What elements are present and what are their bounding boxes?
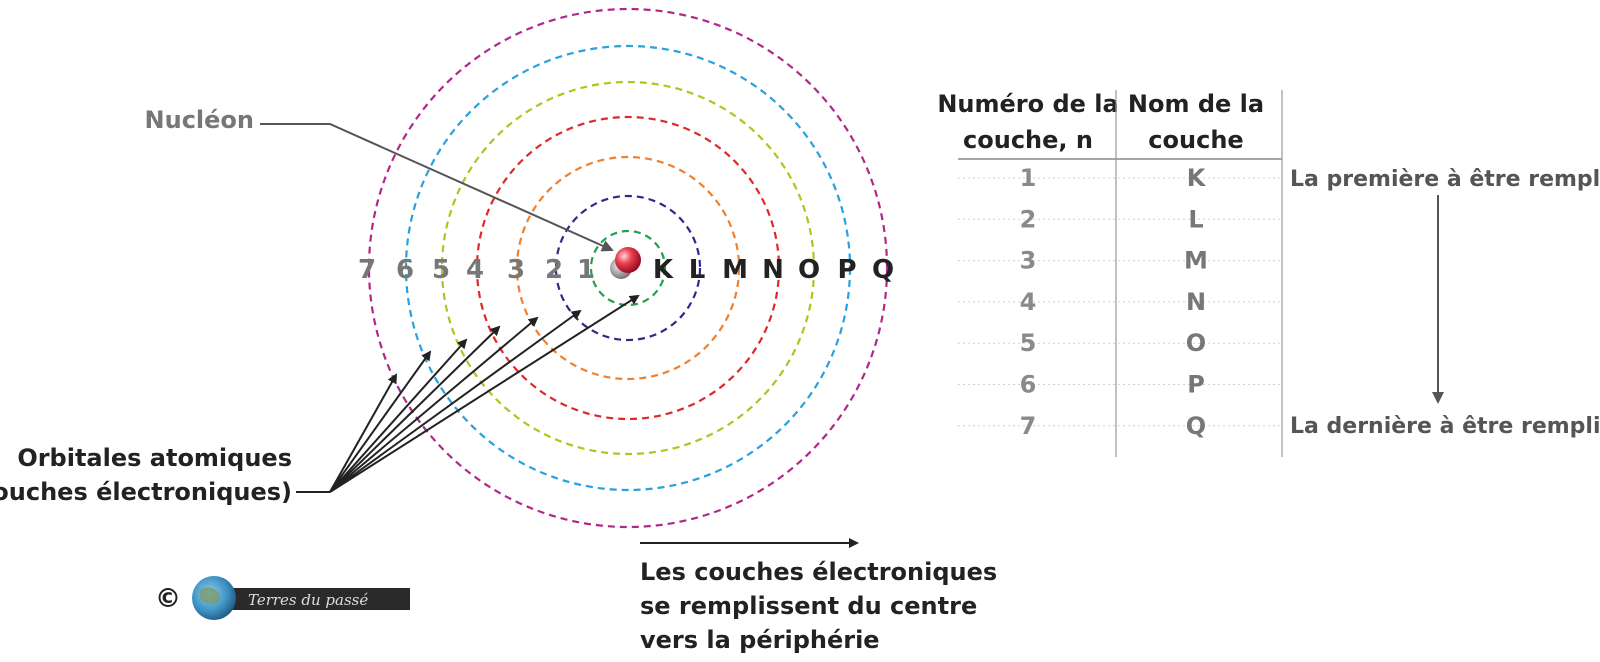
- table-cell-name: O: [1186, 329, 1206, 357]
- shell-letter: Q: [872, 255, 894, 285]
- orbital-arrow: [329, 309, 582, 493]
- shell-table: Numéro de la couche, n Nom de la couche …: [937, 90, 1600, 457]
- copyright-symbol: ©: [155, 584, 181, 614]
- shell-letter: N: [762, 255, 784, 285]
- shell-number: 6: [396, 255, 414, 285]
- nucleus-icon: [610, 247, 641, 279]
- fill-text-line2: se remplissent du centre: [640, 592, 977, 620]
- table-header-name-line1: Nom de la: [1128, 90, 1264, 118]
- terres-du-passe-logo: © Terres du passé: [155, 576, 410, 620]
- shell-letter: O: [798, 255, 820, 285]
- orbital-arrow: [329, 325, 501, 493]
- shell-ring-q: [367, 7, 889, 529]
- table-cell-number: 6: [1020, 371, 1037, 399]
- table-cell-number: 1: [1020, 164, 1037, 192]
- fill-text-line1: Les couches électroniques: [640, 558, 997, 586]
- table-cell-name: N: [1186, 288, 1206, 316]
- shell-number: 2: [545, 255, 563, 285]
- orbital-arrow: [329, 350, 432, 493]
- shell-letter: K: [653, 255, 674, 285]
- shell-ring-m: [515, 155, 741, 381]
- shell-ring-p: [404, 44, 852, 492]
- shell-letter: P: [837, 255, 856, 285]
- orbitals-label-line2: (ou couches électroniques): [0, 478, 292, 506]
- first-filled-note: La première à être remplie: [1290, 167, 1600, 192]
- nucleon-label: Nucléon: [145, 106, 254, 134]
- shell-number: 7: [358, 255, 376, 285]
- table-cell-name: K: [1187, 164, 1207, 192]
- last-filled-note: La dernière à être remplie: [1290, 414, 1600, 439]
- shell-ring-n: [475, 115, 781, 421]
- orbital-arrow: [329, 373, 397, 493]
- shell-number: 3: [507, 255, 525, 285]
- table-cell-name: Q: [1186, 412, 1206, 440]
- table-cell-name: M: [1184, 247, 1208, 275]
- shell-numbers: 1 2 3 4 5 6 7: [358, 255, 595, 285]
- shell-ring-o: [440, 80, 816, 456]
- orbital-arrows: [329, 294, 640, 493]
- orbitals-label-line1: Orbitales atomiques: [17, 444, 292, 472]
- table-cell-number: 5: [1020, 329, 1037, 357]
- table-cell-number: 2: [1020, 205, 1037, 233]
- orbital-arrow: [329, 316, 539, 493]
- logo-text: Terres du passé: [248, 591, 368, 609]
- nucleon-leader: [260, 123, 614, 252]
- shell-rings: [367, 7, 889, 529]
- shell-number: 4: [466, 255, 484, 285]
- table-header-name-line2: couche: [1148, 126, 1243, 154]
- orbital-arrow: [329, 338, 468, 493]
- table-cell-name: P: [1187, 371, 1205, 399]
- shell-ring-l: [554, 194, 702, 342]
- table-header-number-line1: Numéro de la: [937, 90, 1118, 118]
- shell-letter: L: [689, 255, 706, 285]
- table-cell-name: L: [1188, 205, 1203, 233]
- shell-ring-k: [589, 229, 667, 307]
- fill-text-line3: vers la périphérie: [640, 626, 880, 654]
- table-cell-number: 3: [1020, 247, 1037, 275]
- orbital-arrow: [329, 294, 640, 493]
- shell-number: 1: [577, 255, 595, 285]
- table-header-number-line2: couche, n: [963, 126, 1093, 154]
- table-cell-number: 7: [1020, 412, 1037, 440]
- table-cell-number: 4: [1020, 288, 1037, 316]
- shell-letters: K L M N O P Q: [653, 255, 894, 285]
- shell-letter: M: [722, 255, 748, 285]
- shell-number: 5: [432, 255, 450, 285]
